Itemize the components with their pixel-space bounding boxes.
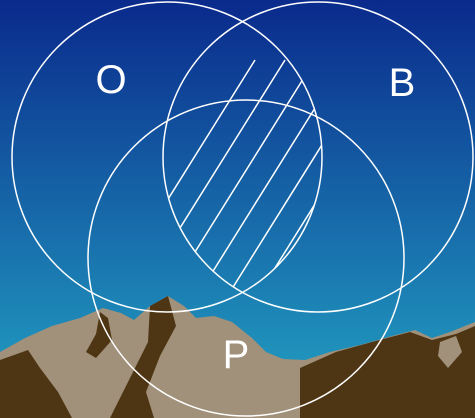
set-label-b: B	[389, 61, 416, 105]
set-label-o: O	[95, 58, 126, 102]
set-label-p: P	[223, 333, 250, 377]
